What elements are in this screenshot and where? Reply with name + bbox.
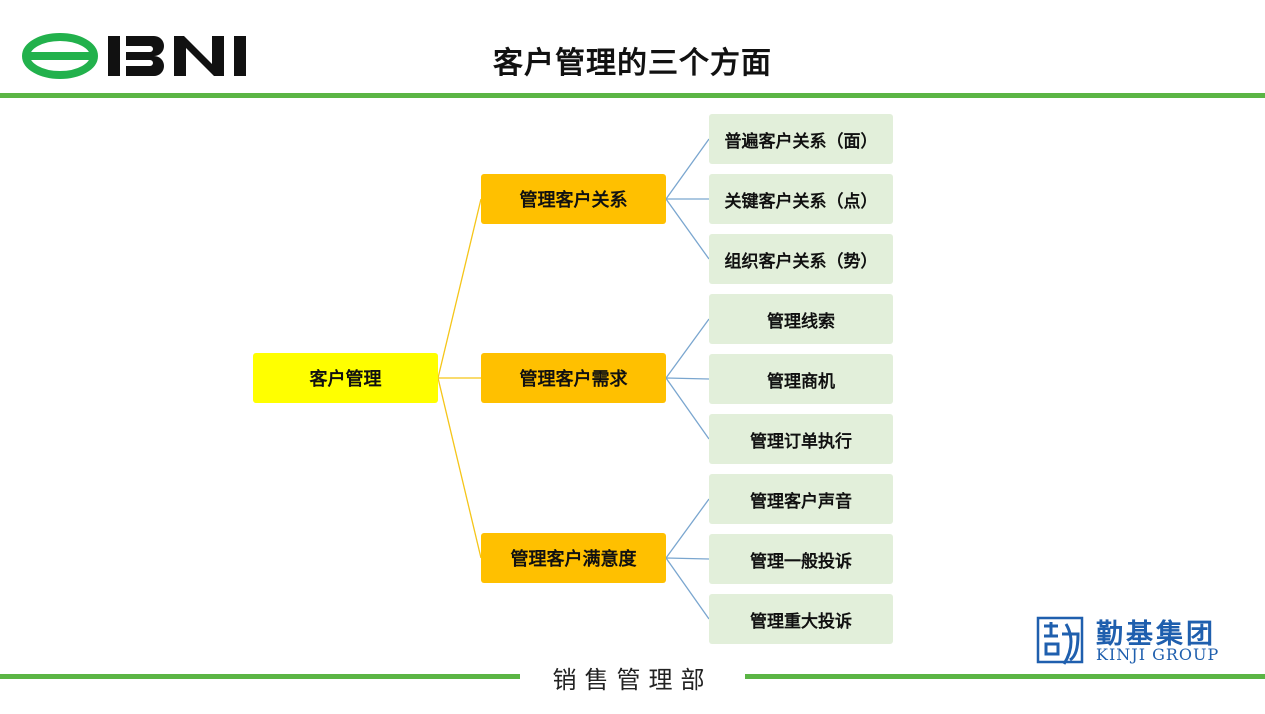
branch-to-leaf-link — [665, 557, 710, 620]
kinji-company-en: KINJI GROUP — [1096, 645, 1220, 664]
branch-node-label: 管理客户满意度 — [510, 549, 637, 570]
branch-to-leaf-link — [665, 377, 710, 380]
branch-node-demand: 管理客户需求 — [481, 353, 666, 403]
branch-node-relationship: 管理客户关系 — [481, 174, 666, 224]
root-to-branch-link — [437, 198, 482, 379]
leaf-node-label: 管理线索 — [767, 311, 835, 332]
leaf-node-label: 管理重大投诉 — [750, 611, 852, 632]
footer-divider-right — [745, 674, 1265, 679]
branch-to-leaf-link — [665, 198, 710, 260]
leaf-node: 组织客户关系（势） — [709, 234, 893, 284]
leaf-node-label: 管理订单执行 — [750, 431, 852, 452]
leaf-node-label: 管理商机 — [767, 371, 835, 392]
leaf-node: 关键客户关系（点） — [709, 174, 893, 224]
leaf-node: 管理商机 — [709, 354, 893, 404]
root-node: 客户管理 — [253, 353, 438, 403]
footer-department: 销售管理部 — [552, 666, 713, 694]
leaf-node-label: 关键客户关系（点） — [724, 191, 878, 212]
leaf-node-label: 组织客户关系（势） — [724, 251, 878, 272]
leaf-node: 管理客户声音 — [709, 474, 893, 524]
branch-to-leaf-link — [665, 318, 710, 379]
leaf-node: 管理线索 — [709, 294, 893, 344]
footer-divider-left — [0, 674, 520, 679]
leaf-node: 普遍客户关系（面） — [709, 114, 893, 164]
root-to-branch-link — [437, 377, 482, 559]
branch-node-satisfaction: 管理客户满意度 — [481, 533, 666, 583]
branch-node-label: 管理客户需求 — [519, 369, 628, 390]
root-node-label: 客户管理 — [309, 369, 382, 390]
leaf-node: 管理一般投诉 — [709, 534, 893, 584]
header-divider — [0, 93, 1265, 98]
leaf-node: 管理重大投诉 — [709, 594, 893, 644]
bni-logo — [22, 33, 246, 79]
kinji-company-cn: 勤基集团 — [1096, 619, 1216, 650]
leaf-node-label: 普遍客户关系（面） — [724, 131, 878, 152]
branch-to-leaf-link — [665, 138, 710, 200]
branch-to-leaf-link — [665, 557, 710, 560]
page-title: 客户管理的三个方面 — [493, 46, 772, 81]
branch-to-leaf-link — [665, 377, 710, 440]
leaf-node-label: 管理客户声音 — [750, 491, 852, 512]
leaf-node: 管理订单执行 — [709, 414, 893, 464]
branch-node-label: 管理客户关系 — [519, 190, 628, 211]
kinji-logo-mark — [1036, 616, 1084, 665]
leaf-node-label: 管理一般投诉 — [750, 551, 852, 572]
branch-to-leaf-link — [665, 498, 710, 559]
